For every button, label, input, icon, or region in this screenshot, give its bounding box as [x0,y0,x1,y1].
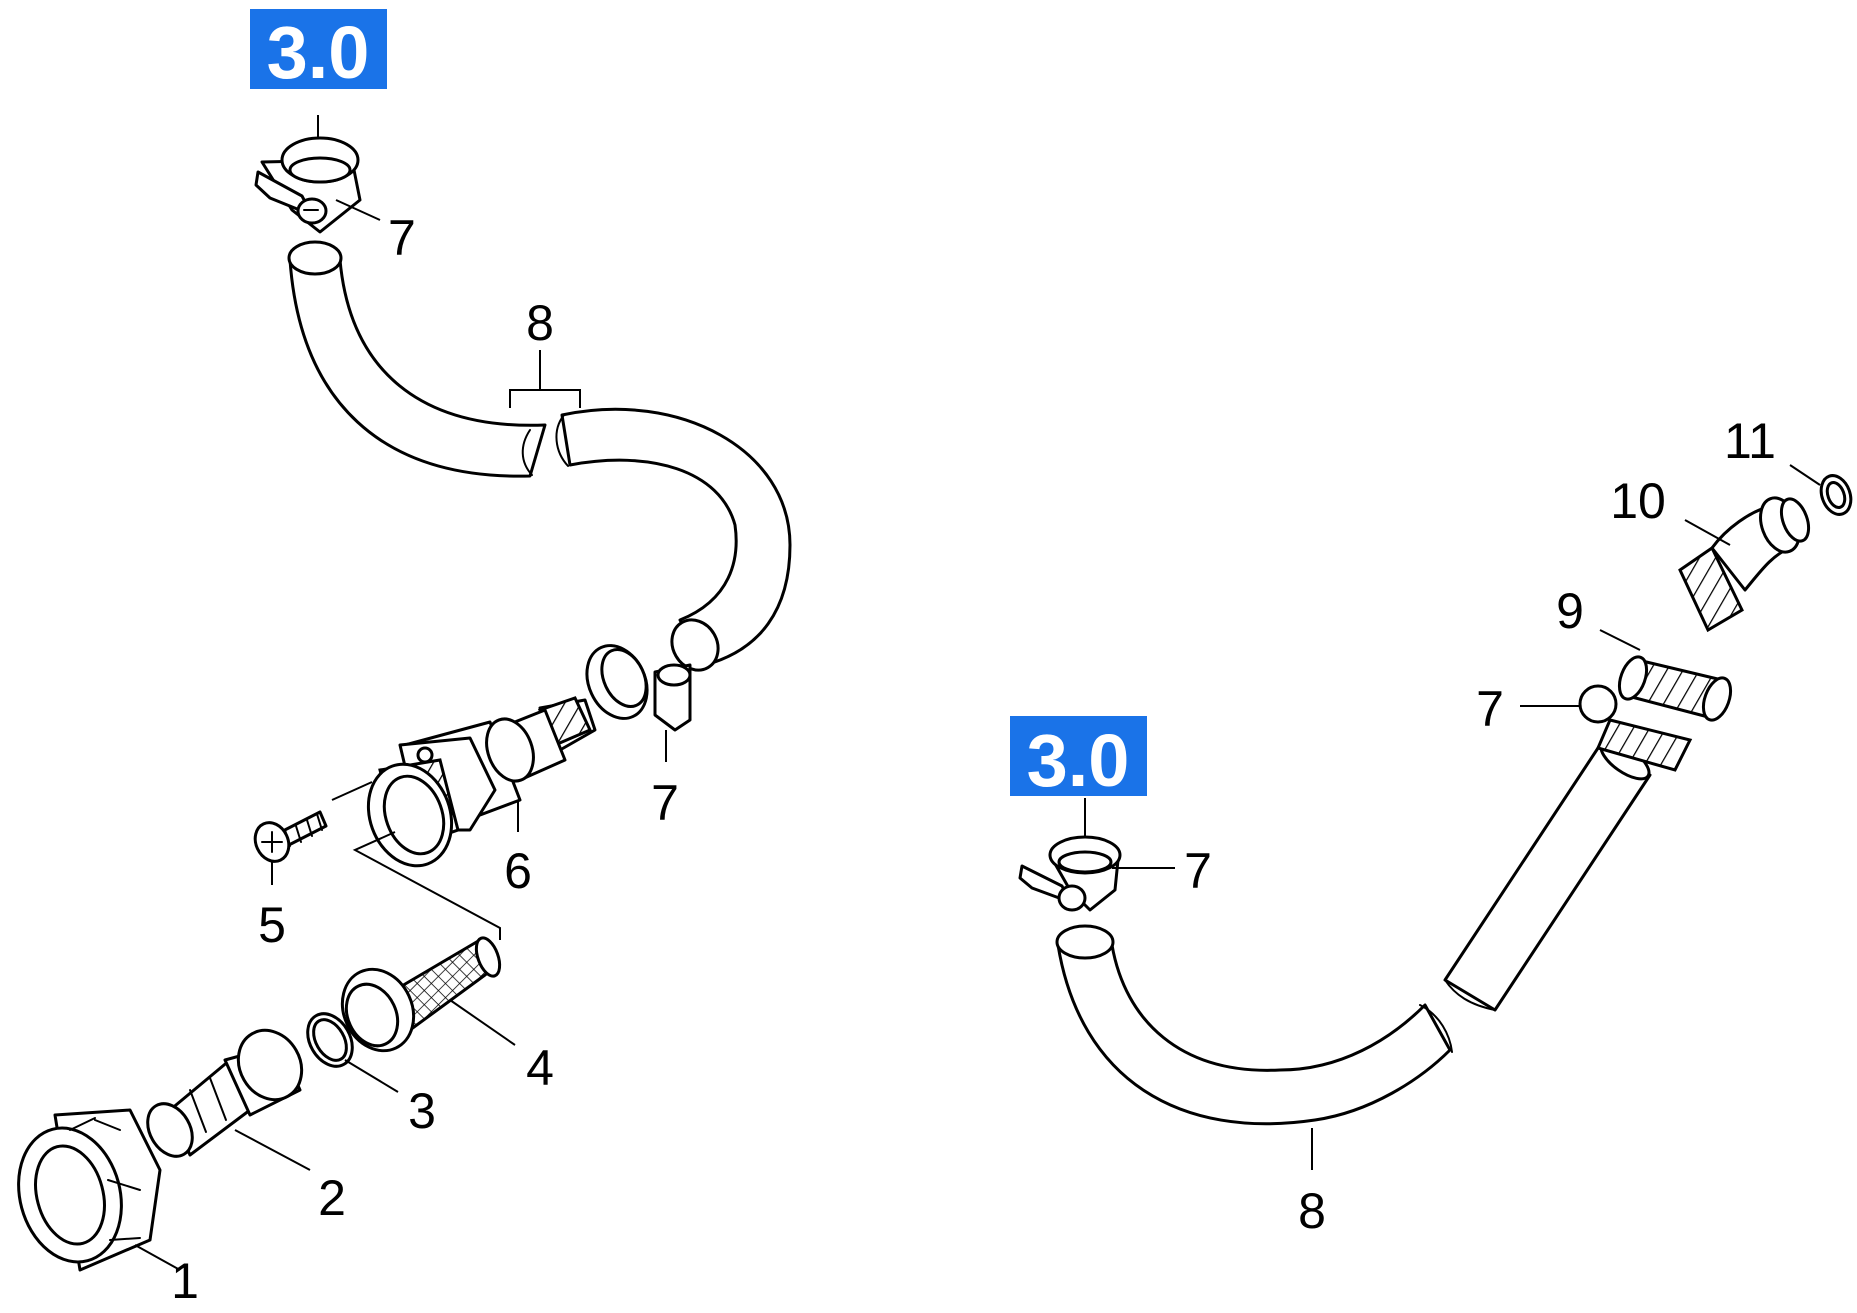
union-nut [17,1108,162,1272]
hose-clamp-mid [585,644,692,732]
callout-8-right: 8 [1298,1183,1326,1239]
screw [253,810,328,863]
coupling-nut [1617,655,1733,722]
callout-11: 11 [1724,413,1776,469]
leader-1 [134,1244,181,1271]
leader-4 [449,999,516,1046]
leader-11 [1789,464,1821,486]
o-ring [306,1012,354,1068]
leader-10 [1684,519,1731,546]
threaded-connector [366,696,597,868]
callout-2: 2 [318,1170,346,1226]
callout-7-right-end: 7 [1476,681,1504,737]
hose-clamp-right [1018,835,1122,912]
callout-8-left: 8 [526,295,554,351]
elbow-fitting [1678,496,1811,633]
reference-badge-right-text: 3.0 [1027,719,1130,802]
hose-upper-straight [1443,739,1652,1012]
reference-badge-top-text: 3.0 [267,11,370,94]
hose-upper-left [287,240,547,478]
o-ring-small [1819,474,1853,516]
hose-barb [146,1028,304,1158]
callout-10: 10 [1610,473,1666,529]
callout-1: 1 [171,1253,199,1309]
callout-7-right-clamp: 7 [1184,843,1212,899]
reference-badge-top[interactable]: 3.0 [250,9,387,94]
leader-3 [344,1059,399,1093]
reference-badge-right[interactable]: 3.0 [1010,716,1147,802]
leader-7-top [335,199,381,221]
leader-8-left [509,350,581,408]
callout-9: 9 [1556,583,1584,639]
leader-2 [234,1129,311,1171]
hose-clamp-end [1578,684,1693,772]
callout-4: 4 [526,1040,554,1096]
callout-7-mid: 7 [651,775,679,831]
leader-9 [1599,629,1641,651]
assembly-guide-line [352,831,501,940]
callout-7-top: 7 [388,210,416,266]
leader-5-dash [331,781,373,801]
hose-lower [1055,924,1453,1126]
callout-5: 5 [258,897,286,953]
callout-6: 6 [504,843,532,899]
hose-clamp-top [254,136,362,234]
mesh-filter [340,936,502,1053]
hose-upper-right [555,407,792,672]
callout-3: 3 [408,1083,436,1139]
